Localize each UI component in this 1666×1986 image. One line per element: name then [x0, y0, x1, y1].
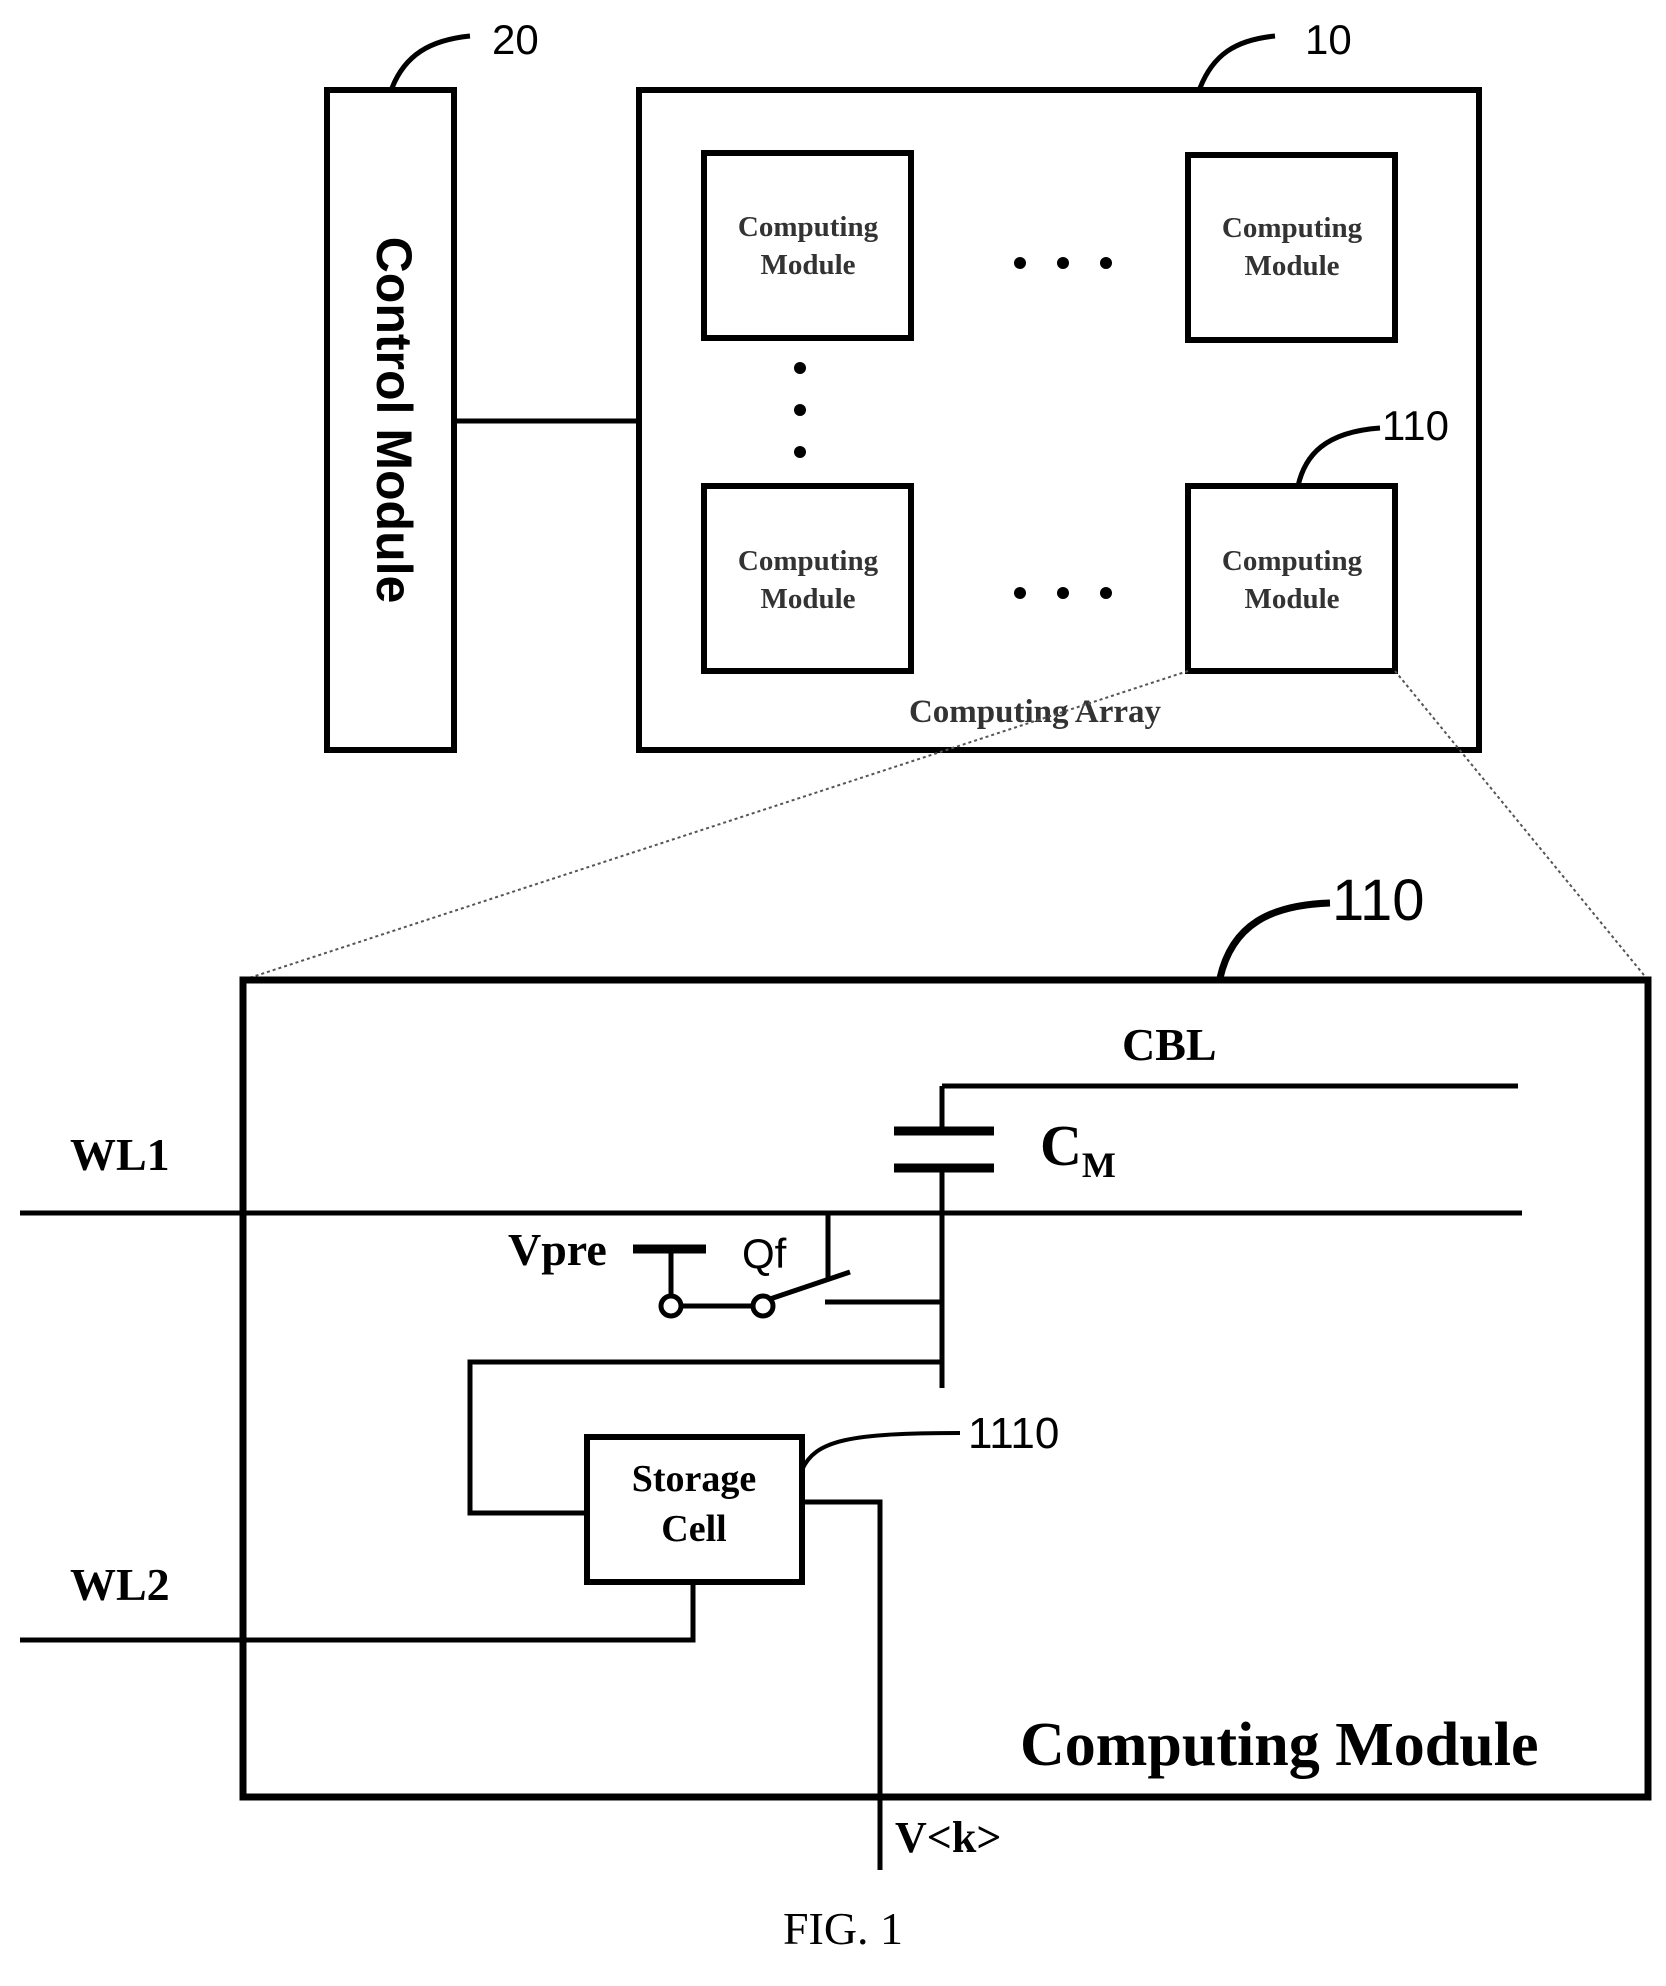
vpre-label: Vpre — [508, 1224, 607, 1275]
detail-module-box — [243, 980, 1648, 1797]
computing-module-bottom-left: Computing Module — [704, 486, 911, 671]
module-ref: 110 — [1382, 402, 1449, 449]
computing-array-box — [639, 90, 1479, 750]
module-label-line1: Computing — [738, 545, 879, 577]
zoom-line-right — [1395, 671, 1648, 980]
module-label-line1: Computing — [1222, 212, 1363, 244]
switch-terminal-left — [661, 1296, 681, 1316]
control-module-label: Control Module — [366, 237, 422, 604]
module-label-line2: Module — [1244, 250, 1339, 282]
module-label-line1: Computing — [1222, 545, 1363, 577]
capacitor-label: CM — [1040, 1113, 1116, 1185]
horizontal-ellipsis-top — [1014, 257, 1112, 269]
computing-module-bottom-right: Computing Module — [1188, 486, 1395, 671]
module-label-line1: Computing — [738, 211, 879, 243]
wl1-label: WL1 — [70, 1129, 170, 1180]
figure-caption: FIG. 1 — [783, 1903, 903, 1954]
module-label-line2: Module — [760, 583, 855, 615]
computing-module-top-left: Computing Module — [704, 153, 911, 338]
capacitor-label-base: C — [1040, 1113, 1082, 1178]
horizontal-ellipsis-bottom — [1014, 587, 1112, 599]
vk-wire — [802, 1502, 880, 1870]
module-label-line2: Module — [1244, 583, 1339, 615]
control-module-ref-leader — [392, 36, 470, 88]
computing-array-ref: 10 — [1305, 16, 1352, 63]
vk-label: V<k> — [895, 1813, 1001, 1862]
detail-ref-leader — [1220, 903, 1330, 978]
control-module-ref: 20 — [492, 16, 539, 63]
module-ref-leader — [1298, 428, 1380, 486]
module-label-line2: Module — [760, 249, 855, 281]
capacitor-label-sub: M — [1082, 1145, 1116, 1185]
storage-ref-leader — [802, 1433, 960, 1470]
detail-ref: 110 — [1332, 868, 1424, 933]
computing-array-ref-leader — [1200, 36, 1275, 88]
detail-title: Computing Module — [1020, 1711, 1538, 1779]
vertical-ellipsis — [794, 362, 806, 458]
computing-array-label: Computing Array — [909, 694, 1162, 730]
storage-cell-line1: Storage — [632, 1458, 757, 1500]
storage-ref: 1110 — [968, 1409, 1059, 1458]
storage-cell-line2: Cell — [661, 1508, 726, 1550]
cbl-label: CBL — [1122, 1019, 1217, 1070]
wl2-label: WL2 — [70, 1559, 170, 1610]
qf-label: Qf — [742, 1230, 787, 1277]
computing-module-top-right: Computing Module — [1188, 155, 1395, 340]
